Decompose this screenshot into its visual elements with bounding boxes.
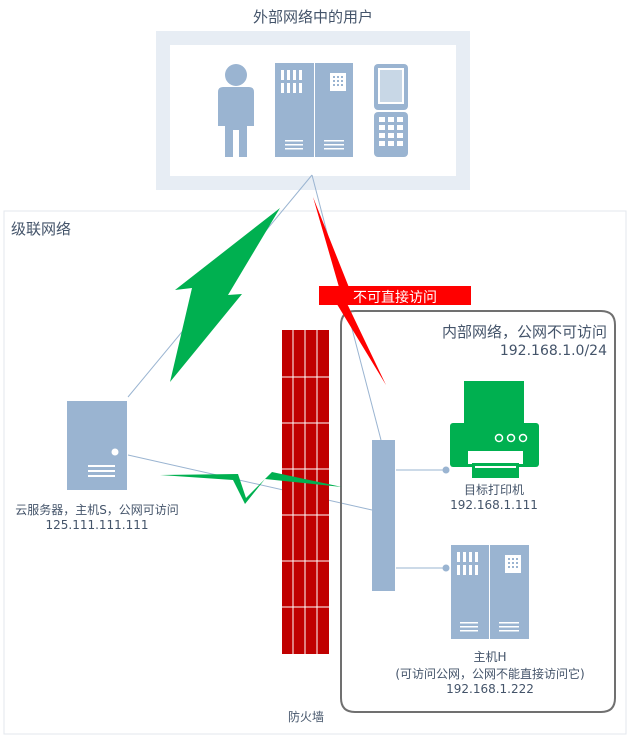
cloud-server-ip: 125.111.111.111 (45, 518, 149, 532)
host-h-server-cabinet-icon (451, 545, 529, 639)
blocked-label-text: 不可直接访问 (353, 290, 437, 306)
firewall-label: 防火墙 (287, 710, 324, 724)
printer-ip: 192.168.1.111 (450, 498, 538, 512)
cloud-server-icon (67, 401, 127, 490)
blocked-label-banner (319, 286, 471, 305)
cloud-server-name: 云服务器，主机S，公网可访问 (15, 503, 179, 517)
external-server-cabinet-icon (275, 63, 353, 157)
allowed-link-bolt-cloud-internal (160, 472, 342, 504)
internal-network-title: 内部网络，公网不可访问 (441, 323, 607, 341)
host-h-note: (可访问公网，公网不能直接访问它) (395, 667, 585, 681)
internal-network-subnet: 192.168.1.0/24 (499, 343, 607, 359)
cloud-to-switch-line (127, 454, 373, 511)
printer-name: 目标打印机 (463, 483, 524, 497)
blocked-link-bolt (313, 197, 386, 385)
printer-icon (450, 381, 539, 478)
firewall-icon (282, 330, 329, 654)
cascade-network-title: 级联网络 (11, 220, 72, 238)
mobile-phone-icon (374, 64, 408, 157)
external-users-title: 外部网络中的用户 (252, 8, 373, 26)
host-h-ip: 192.168.1.222 (446, 682, 534, 696)
cascade-network-region (3, 210, 627, 735)
person-icon (218, 64, 254, 157)
host-h-name: 主机H (473, 650, 507, 664)
internal-network-container (340, 310, 616, 713)
allowed-link-bolt-external-cloud (170, 208, 280, 382)
internal-switch-icon (372, 440, 395, 591)
